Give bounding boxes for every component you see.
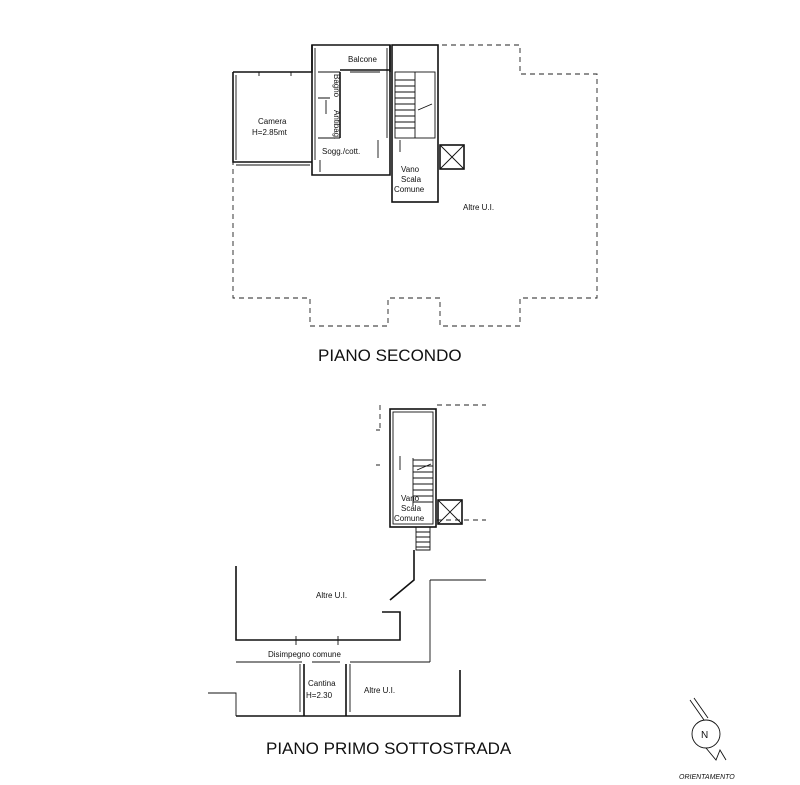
label-vano: Vano: [401, 165, 420, 174]
second-floor-plan: Balcone Bagno Antibag. Camera H=2.85mt S…: [232, 44, 598, 365]
label-comune: Comune: [394, 185, 425, 194]
label-camera-height: H=2.85mt: [252, 128, 288, 137]
label-bagno: Bagno: [332, 74, 341, 98]
label-camera: Camera: [258, 117, 287, 126]
title-piano-secondo: PIANO SECONDO: [318, 346, 462, 365]
label-disimpegno: Disimpegno comune: [268, 650, 341, 659]
label-scala-basement: Scala: [401, 504, 422, 513]
label-cantina-height: H=2.30: [306, 691, 333, 700]
label-scala: Scala: [401, 175, 422, 184]
title-piano-primo-sottostrada: PIANO PRIMO SOTTOSTRADA: [266, 739, 512, 758]
label-soggiorno-cottura: Sogg./cott.: [322, 147, 360, 156]
compass-caption: ORIENTAMENTO: [679, 774, 735, 781]
compass-icon: N ORIENTAMENTO: [679, 697, 735, 781]
basement-floor-plan: Vano Scala Comune Altre U.I. Disimpegno …: [208, 404, 512, 758]
label-altre-ui-top: Altre U.I.: [316, 591, 347, 600]
label-vano-basement: Vano: [401, 494, 420, 503]
label-cantina: Cantina: [308, 679, 336, 688]
label-altre-ui-bottom: Altre U.I.: [364, 686, 395, 695]
label-comune-basement: Comune: [394, 514, 425, 523]
label-balcone: Balcone: [348, 55, 377, 64]
label-altre-ui: Altre U.I.: [463, 203, 494, 212]
compass-letter: N: [701, 730, 708, 741]
label-antibagno: Antibag.: [332, 110, 341, 139]
